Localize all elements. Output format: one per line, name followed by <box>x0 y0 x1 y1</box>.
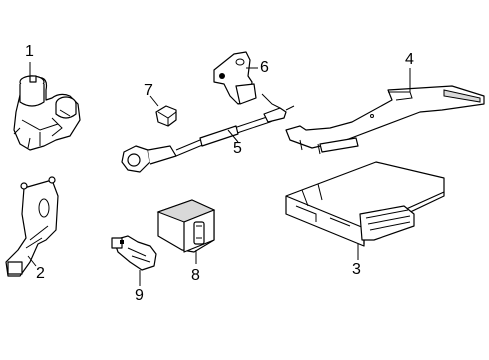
leader-2 <box>27 255 37 267</box>
callout-7: 7 <box>144 82 153 99</box>
callout-4: 4 <box>405 51 414 68</box>
part-1-actuator <box>13 75 81 151</box>
part-6-bracket <box>213 51 281 109</box>
part-9-connector <box>111 235 157 271</box>
callout-5: 5 <box>233 140 242 157</box>
part-8-switch <box>156 199 216 253</box>
part-4-plate <box>285 85 485 155</box>
callout-9: 9 <box>135 287 144 304</box>
part-5-cable <box>121 105 295 173</box>
leader-5 <box>227 129 239 143</box>
part-3-control-module <box>285 161 445 247</box>
callout-8: 8 <box>191 267 200 284</box>
part-7-clip <box>155 105 177 127</box>
callout-1: 1 <box>25 43 34 60</box>
callout-6: 6 <box>260 59 269 76</box>
callout-2: 2 <box>36 265 45 282</box>
leader-7 <box>149 95 159 107</box>
part-2-bracket <box>5 176 59 277</box>
callout-3: 3 <box>352 261 361 278</box>
